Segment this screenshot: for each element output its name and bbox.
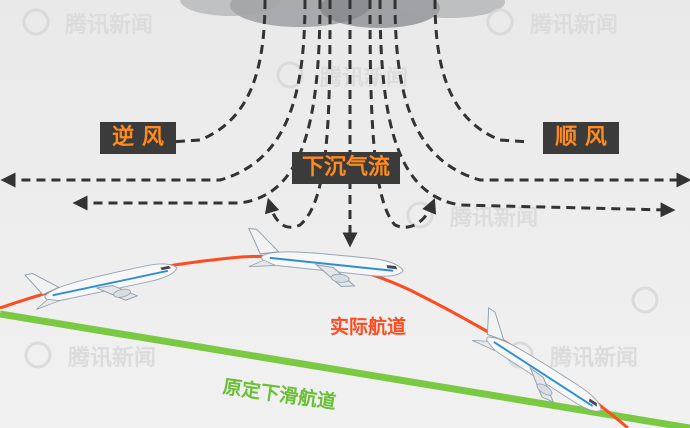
tailwind-label: 顺 风 [543, 122, 619, 154]
actual-path-label: 实际航道 [330, 316, 407, 338]
svg-text:腾讯新闻: 腾讯新闻 [65, 12, 153, 38]
svg-text:腾讯新闻: 腾讯新闻 [530, 12, 618, 38]
svg-text:腾讯新闻: 腾讯新闻 [450, 205, 538, 231]
headwind-label: 逆 风 [100, 122, 176, 154]
svg-text:腾讯新闻: 腾讯新闻 [68, 345, 156, 371]
wind-arrows [0, 0, 690, 248]
planned-glide-path-line [0, 310, 690, 428]
downdraft-label: 下沉气流 [292, 152, 400, 184]
watermark-text: 腾讯新闻 腾讯新闻 腾讯新闻 腾讯新闻 腾讯新闻 腾讯新闻 [65, 12, 638, 371]
svg-text:腾讯新闻: 腾讯新闻 [320, 65, 408, 91]
svg-text:腾讯新闻: 腾讯新闻 [550, 345, 638, 371]
